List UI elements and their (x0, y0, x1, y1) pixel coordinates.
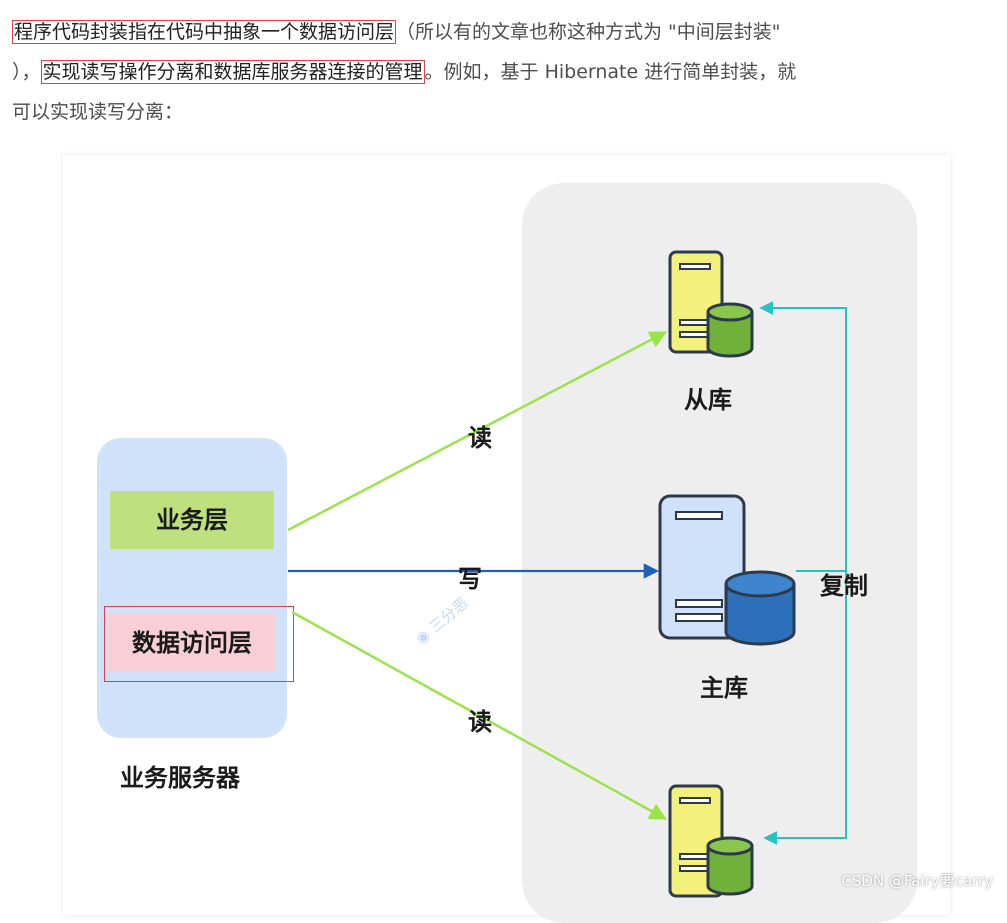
highlight-read-write-separation: 实现读写操作分离和数据库服务器连接的管理 (40, 60, 425, 84)
paragraph-text-1: （所以有的文章也称这种方式为 "中间层封装" (396, 21, 781, 43)
paragraph-text-2: ）， (12, 61, 41, 83)
data-access-layer-highlight (104, 606, 294, 682)
slave-db-caption: 从库 (684, 385, 732, 414)
slave-db-top-icon (668, 250, 754, 358)
paragraph-text-3: 。例如，基于 Hibernate 进行简单封装，就 (424, 61, 797, 83)
data-access-layer: 数据访问层 (108, 614, 276, 672)
csdn-credit: CSDN @Fairy要carry (841, 872, 993, 890)
read-label-bottom: 读 (468, 707, 492, 736)
master-db-icon (658, 494, 796, 646)
master-db-caption: 主库 (700, 673, 748, 702)
read-label-top: 读 (468, 423, 492, 452)
business-server-caption: 业务服务器 (120, 763, 240, 792)
paragraph-text-4: 可以实现读写分离： (12, 101, 184, 123)
replicate-label: 复制 (820, 571, 868, 600)
business-layer: 业务层 (110, 491, 274, 549)
read-arrow-bottom (291, 610, 668, 820)
slave-db-bottom-icon (668, 784, 754, 898)
read-arrow-top (287, 331, 668, 532)
business-server-box (97, 438, 287, 738)
intro-paragraph: 程序代码封装指在代码中抽象一个数据访问层（所以有的文章也称这种方式为 "中间层封… (12, 12, 1002, 132)
write-label: 写 (458, 564, 482, 593)
replicate-arrow-bottom (763, 571, 847, 845)
replicate-arrow-top (759, 301, 847, 572)
diagram-arrows (287, 301, 847, 845)
highlight-data-access-layer: 程序代码封装指在代码中抽象一个数据访问层 (12, 20, 397, 44)
